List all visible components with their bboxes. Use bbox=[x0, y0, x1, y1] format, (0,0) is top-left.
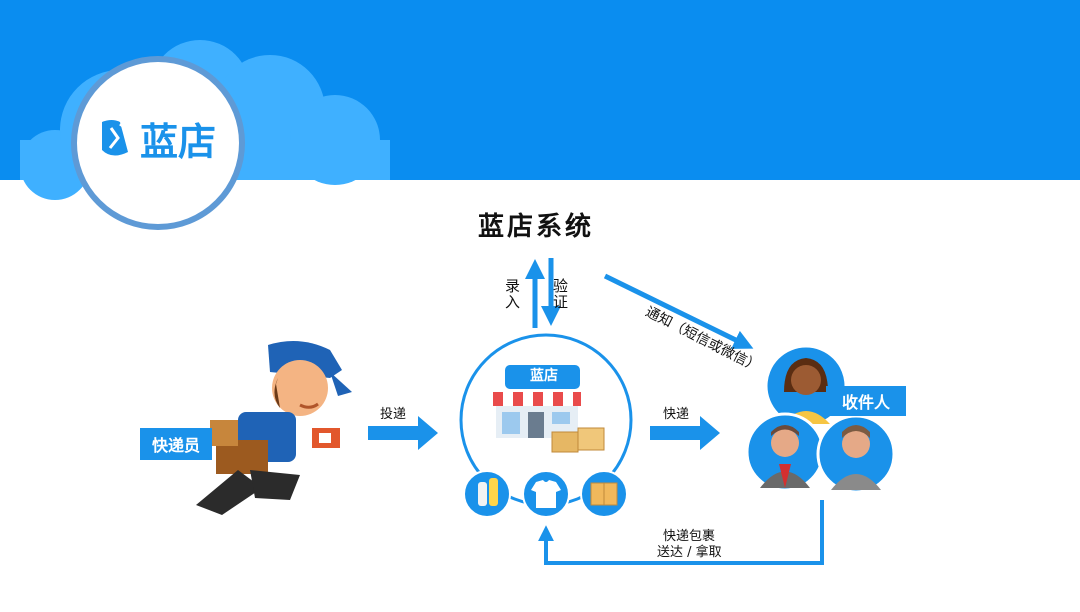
store-hub bbox=[459, 333, 633, 507]
verify-label: 验证 bbox=[553, 277, 569, 311]
store-shop-icon bbox=[493, 392, 581, 438]
clothing-category-icon bbox=[522, 470, 570, 518]
bottles-category-icon bbox=[463, 470, 511, 518]
courier-figure bbox=[196, 341, 352, 515]
return-label-line1: 快递包裹 bbox=[663, 529, 716, 544]
deliver-label: 投递 bbox=[380, 407, 407, 422]
recipient-group bbox=[745, 344, 896, 494]
notify-arrow bbox=[603, 273, 754, 349]
courier-tag: 快递员 bbox=[140, 428, 212, 460]
logo-brand-text: 蓝店 bbox=[140, 120, 217, 164]
store-sign-text: 蓝店 bbox=[530, 368, 558, 384]
input-label: 录入 bbox=[505, 277, 521, 311]
store-sign bbox=[505, 365, 580, 389]
return-label-line2: 送达 / 拿取 bbox=[657, 545, 722, 560]
box-category-icon bbox=[580, 470, 628, 518]
return-arrow bbox=[538, 500, 824, 565]
deliver-arrow bbox=[368, 416, 438, 450]
logo-mark-icon bbox=[102, 120, 134, 156]
express-arrow bbox=[650, 416, 720, 450]
parcel-boxes-icon bbox=[551, 427, 605, 453]
recipient-man-left-avatar bbox=[745, 412, 825, 492]
logo-badge bbox=[71, 56, 245, 230]
express-label: 快递 bbox=[663, 407, 690, 422]
system-title: 蓝店系统 bbox=[478, 212, 595, 242]
recipient-tag: 收件人 bbox=[826, 386, 906, 416]
recipient-man-right-avatar bbox=[816, 414, 896, 494]
